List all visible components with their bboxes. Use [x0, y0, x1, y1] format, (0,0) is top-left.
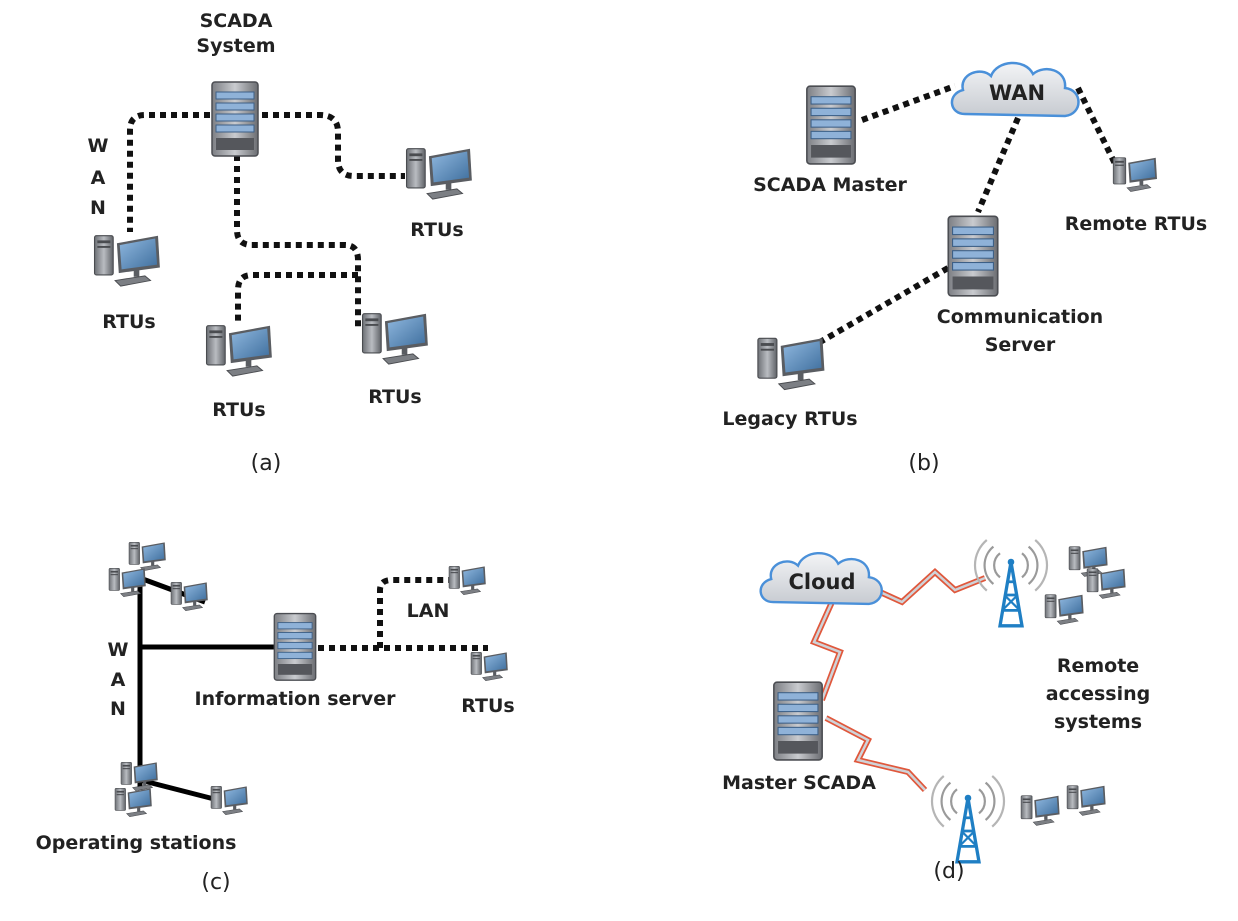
communication-server-label-line2: Server: [985, 334, 1056, 356]
rtus-label: RTUs: [461, 695, 514, 717]
remote-computer-icon-3: [1044, 594, 1084, 625]
link-scada-to-left-rtu: [127, 112, 210, 232]
wan-c-letter-w: W: [108, 639, 129, 661]
legacy-rtus-label: Legacy RTUs: [722, 408, 857, 430]
panel-a-links: [127, 112, 405, 330]
radio-tower-icon-bottom: [930, 774, 1006, 864]
wan-c-letter-n: N: [110, 698, 126, 720]
wan-letter-a: A: [91, 167, 106, 189]
remote-label-line1: Remote: [1057, 655, 1139, 677]
lan-label: LAN: [407, 600, 450, 622]
operating-station-icon-5: [114, 788, 153, 818]
panel-c-lan-links: [318, 577, 488, 651]
communication-server-label-line1: Communication: [937, 306, 1103, 328]
operating-station-icon-1: [128, 542, 167, 572]
communication-server-icon: [947, 215, 999, 297]
panel-b: WAN SCADA Master Remote RTUs Communicati…: [722, 61, 1207, 476]
panel-a-caption: (a): [251, 451, 282, 476]
cloud-label: Cloud: [788, 570, 855, 594]
rtu-computer-icon-bottom-right: [361, 313, 429, 365]
rtu-label-bottom-left: RTUs: [212, 399, 265, 421]
link-wan-to-comm-server: [975, 116, 1021, 214]
wan-cloud-label: WAN: [989, 81, 1045, 105]
remote-rtus-label: Remote RTUs: [1065, 213, 1207, 235]
scada-system-label-line1: SCADA: [200, 10, 273, 32]
remote-computer-icon-2: [1086, 568, 1126, 599]
wan-bottom-branch-line: [139, 777, 219, 803]
remote-computer-icon-4: [1020, 795, 1060, 826]
remote-label-line3: systems: [1054, 711, 1142, 733]
master-scada-label: Master SCADA: [722, 772, 876, 794]
panel-c-caption: (c): [201, 870, 230, 895]
legacy-rtu-computer-icon: [757, 337, 825, 391]
scada-system-server-icon: [211, 81, 259, 157]
link-bottom-branch: [235, 272, 358, 322]
rtu-computer-icon-lan-bottom: [470, 652, 509, 682]
wireless-cloud-to-top-tower: [878, 567, 987, 606]
link-scada-to-bottom-rtus: [234, 155, 361, 330]
panel-b-links: [813, 83, 1120, 348]
rtu-computer-icon-bottom-left: [205, 325, 273, 377]
link-master-to-wan: [860, 83, 957, 123]
panel-b-caption: (b): [908, 451, 939, 476]
lan-branch-link: [377, 577, 452, 648]
rtu-computer-icon-left: [93, 235, 161, 287]
master-scada-server-icon: [773, 681, 823, 761]
remote-label-line2: accessing: [1046, 683, 1151, 705]
panel-a: SCADA System W A N RTUs RTUs RTUs RTUs (…: [88, 10, 473, 476]
panel-d-caption: (d): [933, 859, 964, 884]
rtu-label-right: RTUs: [410, 219, 463, 241]
rtu-computer-icon-right: [405, 148, 473, 200]
link-wan-to-remote: [1075, 86, 1120, 170]
scada-system-label-line2: System: [196, 35, 275, 57]
rtu-label-bottom-right: RTUs: [368, 386, 421, 408]
radio-tower-icon-top: [973, 538, 1049, 628]
operating-station-icon-3: [170, 582, 209, 612]
link-comm-server-to-legacy: [813, 265, 950, 348]
rtu-label-left: RTUs: [102, 311, 155, 333]
operating-station-icon-4: [120, 762, 159, 792]
scada-master-label: SCADA Master: [753, 174, 907, 196]
remote-computer-icon-5: [1066, 785, 1106, 816]
information-server-label: Information server: [195, 688, 397, 710]
panel-c: W A N LAN Information server RTUs Operat…: [36, 542, 515, 895]
operating-stations-label: Operating stations: [36, 832, 237, 854]
information-server-icon: [273, 612, 317, 681]
wan-letter-w: W: [88, 135, 109, 157]
wan-c-letter-a: A: [111, 669, 126, 691]
scada-master-server-icon: [806, 85, 856, 165]
operating-station-icon-6: [210, 786, 249, 816]
panel-d-wireless-links: [809, 567, 987, 793]
wan-letter-n: N: [90, 197, 106, 219]
link-scada-to-right-rtu: [262, 112, 405, 179]
rtu-computer-icon-lan-top: [448, 566, 487, 596]
remote-rtu-computer-icon: [1112, 157, 1158, 192]
panel-d: Cloud Remote accessing systems Master SC…: [722, 538, 1151, 884]
